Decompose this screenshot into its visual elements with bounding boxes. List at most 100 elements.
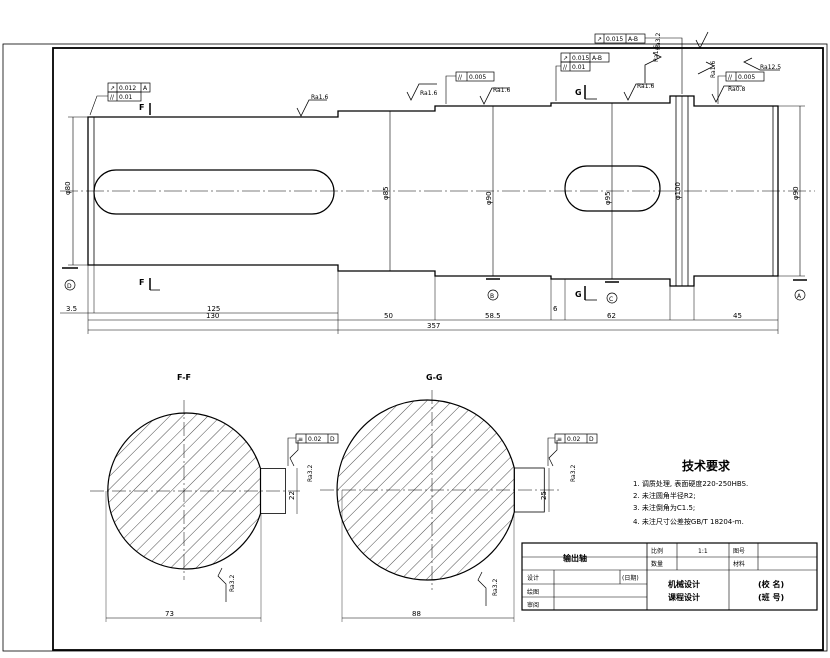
tech-requirements: 技术要求 1. 调质处理, 表面硬度220-250HBS. 2. 未注圆角半径R… (633, 458, 748, 526)
tol-symbol-5: // (563, 64, 568, 71)
section-gg-width: 25 (540, 491, 548, 500)
tol-symbol-2: // (110, 94, 115, 101)
roughness-3: Ra1.6 (493, 87, 510, 94)
roughness-7: Ra0.8 (728, 86, 745, 93)
tb-label-date: (日期) (622, 574, 639, 582)
dim-45: 45 (733, 312, 742, 320)
tb-school: (校 名) (758, 579, 784, 589)
section-gg: G-G 88 25 ≡ 0.02 D Ra3.2 Ra3.2 (320, 373, 598, 622)
datum-symbols: D B C A (62, 267, 807, 304)
extension-lines (60, 265, 779, 334)
tol-symbol-4: ↗ (563, 55, 568, 62)
tb-course-line2: 课程设计 (668, 592, 700, 602)
diameter-dimensions: φ80 φ85 φ90 φ95 φ100 φ90 (64, 96, 805, 286)
dia-label-4: φ95 (604, 191, 612, 205)
dim-62: 62 (607, 312, 616, 320)
tol-datum-6: A-B (628, 36, 638, 43)
section-mark-g-top: G (575, 88, 582, 97)
tech-req-item-4: 4. 未注尺寸公差按GB/T 18204-m. (633, 517, 744, 526)
roughness-5: Ra1.6 (653, 45, 660, 62)
title-block: 输出轴 比例 1:1 图号 数量 材料 设计 (日期) 绘图 审阅 机械设计 课… (521, 542, 818, 611)
section-mark-f-top: F (139, 103, 144, 112)
section-gg-roughness-body: Ra3.2 (492, 579, 499, 596)
tb-label-scale: 比例 (651, 547, 663, 555)
tb-label-material: 材料 (733, 560, 745, 568)
section-ff: F-F 73 22 ≡ 0.02 D Ra3.2 Ra3.2 (90, 373, 339, 622)
tol-value-6: 0.015 (606, 36, 623, 43)
section-ff-tol-datum: D (330, 436, 335, 443)
dim-6: 6 (553, 305, 558, 313)
roughness-4: Ra1.6 (637, 83, 654, 90)
tb-label-designer: 设计 (527, 574, 539, 582)
tol-value-7: 0.005 (738, 74, 755, 81)
section-ff-tol-symbol: ≡ (298, 436, 303, 443)
tb-label-drawing-no: 图号 (733, 548, 745, 555)
tb-scale: 1:1 (698, 548, 708, 555)
tol-symbol-3: // (458, 74, 463, 81)
tech-req-item-1: 1. 调质处理, 表面硬度220-250HBS. (633, 479, 748, 488)
datum-b: B (490, 293, 494, 300)
tol-symbol-7: // (728, 74, 733, 81)
section-ff-width: 22 (288, 491, 296, 500)
section-mark-g-bottom: G (575, 290, 582, 299)
roughness-marks: Ra1.6 Ra1.6 Ra1.6 Ra1.6 Ra1.6 Ra1.6 Ra0.… (296, 31, 781, 117)
tb-label-drawer: 绘图 (527, 588, 539, 596)
roughness-9: Ra3.2 (655, 33, 662, 50)
section-ff-depth: 73 (165, 610, 174, 618)
dia-label-5: φ100 (674, 182, 682, 200)
dia-label-2: φ85 (382, 186, 390, 200)
section-ff-tol-value: 0.02 (308, 436, 322, 443)
tol-value-5: 0.01 (572, 64, 586, 71)
keyway-right (564, 165, 661, 212)
roughness-1: Ra1.6 (311, 94, 328, 101)
tol-datum-1: A (143, 85, 148, 92)
section-ff-roughness-key: Ra3.2 (307, 465, 314, 482)
dia-label-6: φ90 (792, 186, 800, 200)
inner-frame (52, 47, 824, 651)
dim-357: 357 (427, 322, 440, 330)
tb-label-quantity: 数量 (651, 560, 663, 568)
shaft-main-view (60, 95, 815, 287)
section-gg-tol-value: 0.02 (567, 436, 581, 443)
tol-value-3: 0.005 (469, 74, 486, 81)
section-gg-tol-datum: D (589, 436, 594, 443)
tol-symbol-6: ↗ (597, 36, 602, 43)
tol-symbol-1: ↗ (110, 85, 115, 92)
section-marks: F F G G (139, 85, 597, 301)
dim-50: 50 (384, 312, 393, 320)
section-gg-roughness-key: Ra3.2 (570, 465, 577, 482)
keyway-left (93, 169, 335, 215)
datum-a: A (797, 293, 802, 300)
section-gg-label: G-G (426, 373, 442, 382)
dim-58-5: 58.5 (485, 312, 501, 320)
dim-130: 130 (206, 312, 219, 320)
tol-value-4: 0.015 (572, 55, 589, 62)
section-mark-f-bottom: F (139, 278, 144, 287)
roughness-2: Ra1.6 (420, 90, 437, 97)
tech-req-item-2: 2. 未注圆角半径R2; (633, 491, 696, 500)
roughness-8: Ra12.5 (760, 64, 781, 71)
tol-value-1: 0.012 (119, 85, 136, 92)
roughness-6: Ra1.6 (710, 61, 717, 78)
section-ff-roughness-body: Ra3.2 (229, 575, 236, 592)
dia-label-3: φ90 (485, 191, 493, 205)
dim-125: 125 (207, 305, 220, 313)
section-gg-tol-symbol: ≡ (557, 436, 562, 443)
datum-c: C (609, 296, 613, 303)
tech-req-item-3: 3. 未注倒角为C1.5; (633, 503, 695, 512)
tb-part-name: 输出轴 (563, 553, 587, 563)
tol-datum-4: A-B (592, 55, 602, 62)
tolerance-frames: ↗ 0.012 A // 0.01 // 0.005 ↗ 0.015 A-B /… (89, 33, 765, 116)
dia-label-1: φ80 (64, 181, 72, 195)
section-ff-label: F-F (177, 373, 191, 382)
tb-course-line1: 机械设计 (668, 579, 700, 589)
dim-3-5: 3.5 (66, 305, 77, 313)
datum-d: D (67, 283, 72, 290)
tb-label-reviewer: 审阅 (527, 601, 539, 609)
section-gg-depth: 88 (412, 610, 421, 618)
tol-value-2: 0.01 (119, 94, 133, 101)
tech-req-title: 技术要求 (682, 458, 731, 473)
tb-class-no: (班 号) (758, 592, 784, 602)
